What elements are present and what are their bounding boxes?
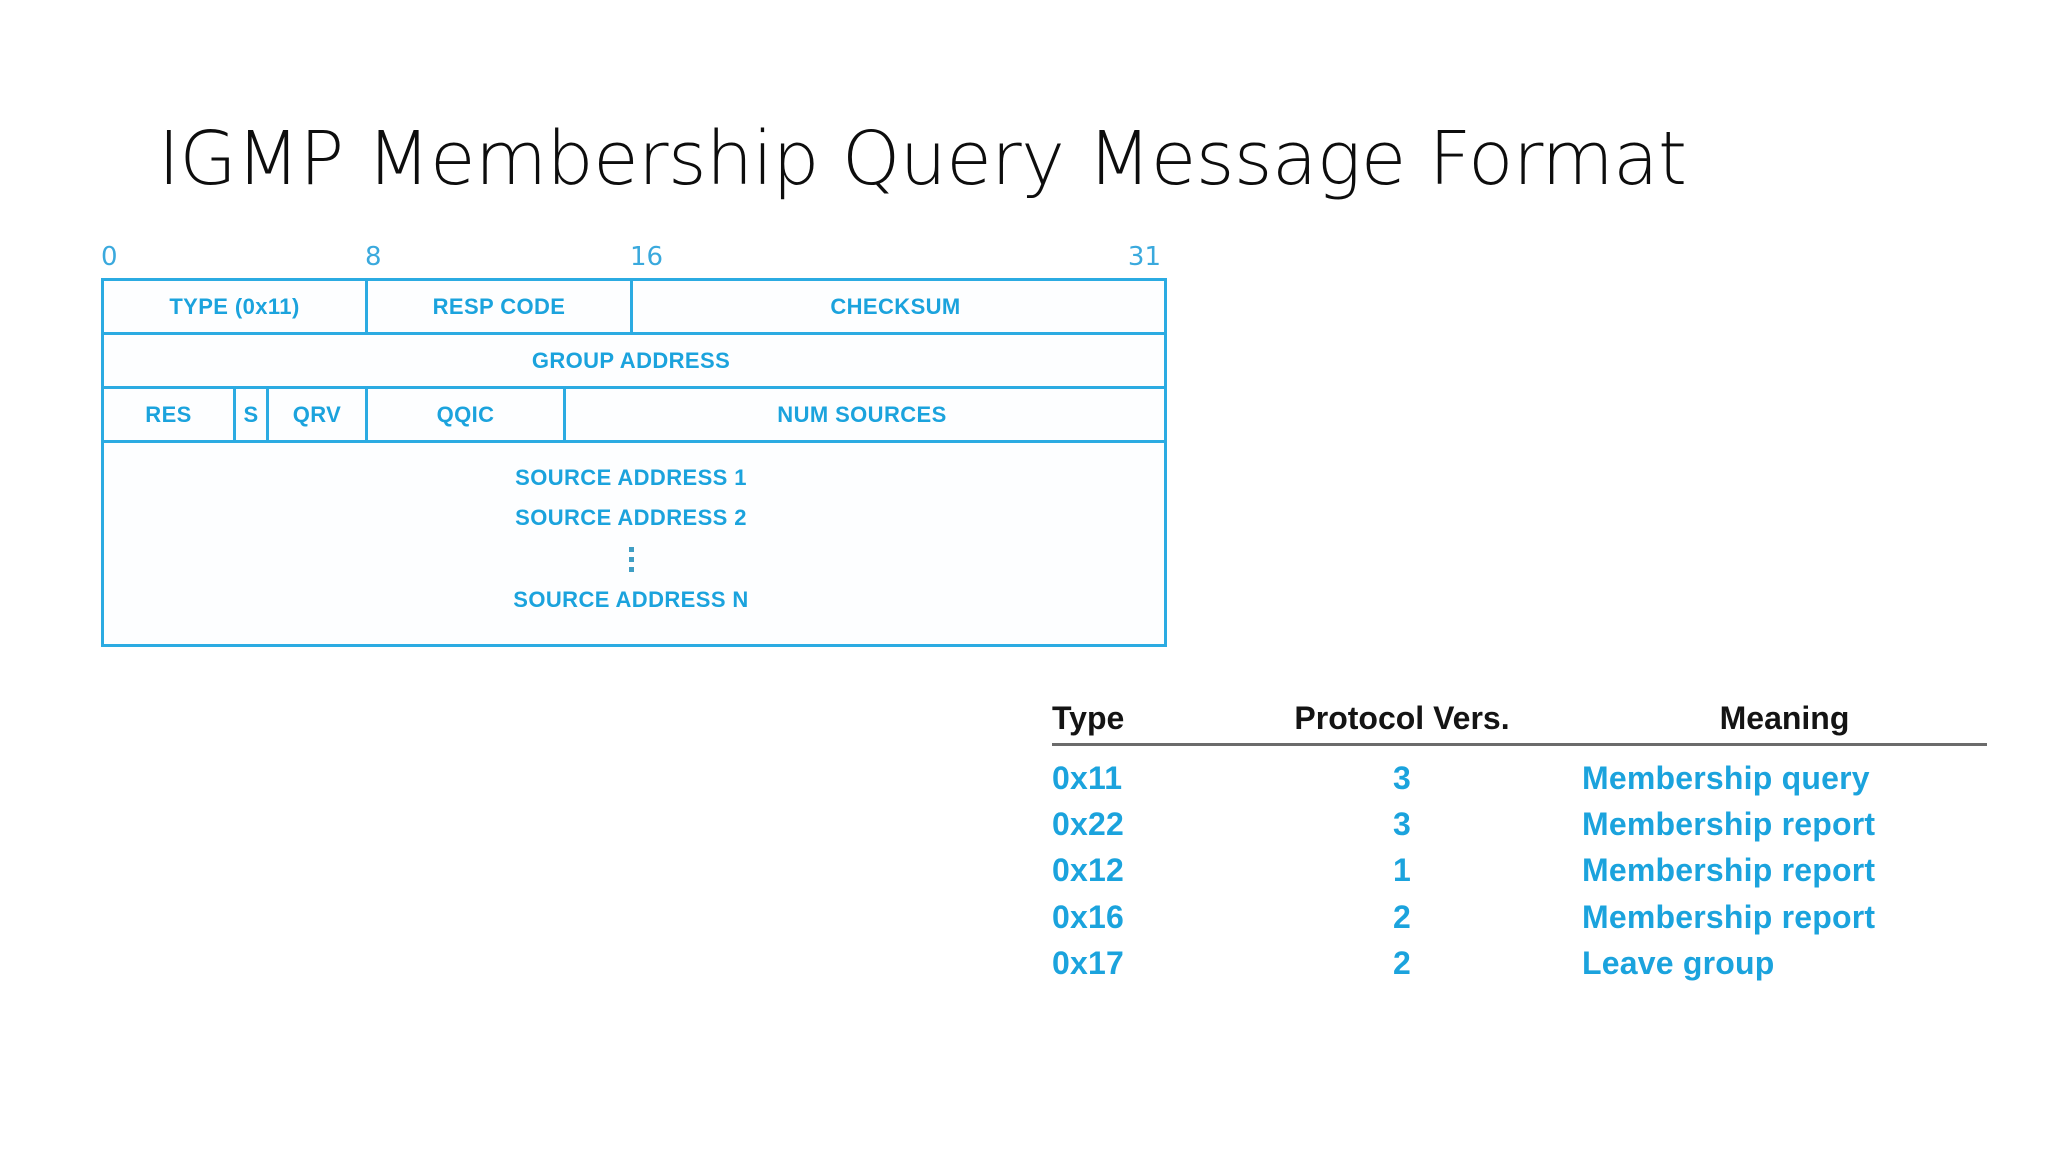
cell-vers: 3	[1393, 759, 1411, 796]
packet-row-4: SOURCE ADDRESS 1 SOURCE ADDRESS 2 SOURCE…	[104, 443, 1164, 644]
field-res: RES	[104, 389, 236, 440]
field-qrv: QRV	[269, 389, 368, 440]
column-header-protocol-vers: Protocol Vers.	[1222, 700, 1582, 746]
cell-type: 0x12	[1052, 852, 1124, 889]
cell-vers: 3	[1393, 806, 1411, 843]
source-address-n: SOURCE ADDRESS N	[513, 587, 749, 612]
bit-tick-0: 0	[101, 242, 118, 272]
cell-meaning: Membership report	[1582, 852, 1876, 889]
table-row: 0x11 3 Membership query	[1052, 744, 1987, 801]
type-table-header-row: Type Protocol Vers. Meaning	[1052, 700, 1987, 746]
cell-meaning: Membership query	[1582, 759, 1870, 796]
field-group-address: GROUP ADDRESS	[531, 347, 731, 373]
field-type: TYPE (0x11)	[104, 281, 368, 332]
packet-field-table: TYPE (0x11) RESP CODE CHECKSUM GROUP ADD…	[101, 278, 1167, 647]
cell-vers: 1	[1393, 852, 1411, 889]
column-header-meaning: Meaning	[1582, 700, 1987, 746]
bit-tick-8: 8	[365, 242, 382, 272]
bit-tick-16: 16	[630, 242, 664, 272]
column-header-type: Type	[1052, 700, 1222, 746]
ellipsis-dot	[628, 546, 634, 552]
bit-offset-ruler: 0 8 16 31	[101, 244, 1161, 278]
cell-type: 0x17	[1052, 945, 1124, 982]
cell-vers: 2	[1393, 898, 1411, 935]
bit-tick-31: 31	[1127, 242, 1161, 272]
field-qqic: QQIC	[368, 389, 566, 440]
table-row: 0x12 1 Membership report	[1052, 847, 1987, 893]
field-resp-code: RESP CODE	[368, 281, 633, 332]
source-address-1: SOURCE ADDRESS 1	[515, 465, 747, 490]
ellipsis-dot	[628, 566, 634, 572]
table-row: 0x22 3 Membership report	[1052, 801, 1987, 847]
ellipsis-dot	[628, 556, 634, 562]
packet-row-1: TYPE (0x11) RESP CODE CHECKSUM	[104, 281, 1164, 335]
igmp-packet-diagram: 0 8 16 31 TYPE (0x11) RESP CODE CHECKSUM…	[101, 244, 1167, 647]
field-s: S	[236, 389, 269, 440]
cell-type: 0x16	[1052, 898, 1124, 935]
table-row: 0x16 2 Membership report	[1052, 894, 1987, 940]
cell-meaning: Leave group	[1582, 945, 1775, 982]
cell-type: 0x22	[1052, 806, 1124, 843]
cell-type: 0x11	[1052, 759, 1123, 796]
table-row: 0x17 2 Leave group	[1052, 940, 1987, 986]
field-source-address-block: SOURCE ADDRESS 1 SOURCE ADDRESS 2 SOURCE…	[104, 443, 1158, 644]
cell-meaning: Membership report	[1582, 806, 1876, 843]
igmp-type-reference-table: Type Protocol Vers. Meaning 0x11 3 Membe…	[1052, 700, 1987, 986]
page-title: IGMP Membership Query Message Format	[158, 116, 1687, 202]
vertical-ellipsis-icon	[628, 538, 634, 580]
packet-row-3: RES S QRV QQIC NUM SOURCES	[104, 389, 1164, 443]
cell-vers: 2	[1393, 945, 1411, 982]
cell-meaning: Membership report	[1582, 898, 1876, 935]
field-num-sources: NUM SOURCES	[777, 401, 947, 427]
packet-row-2: GROUP ADDRESS	[104, 335, 1164, 389]
field-checksum: CHECKSUM	[830, 293, 961, 319]
source-address-2: SOURCE ADDRESS 2	[515, 505, 747, 530]
